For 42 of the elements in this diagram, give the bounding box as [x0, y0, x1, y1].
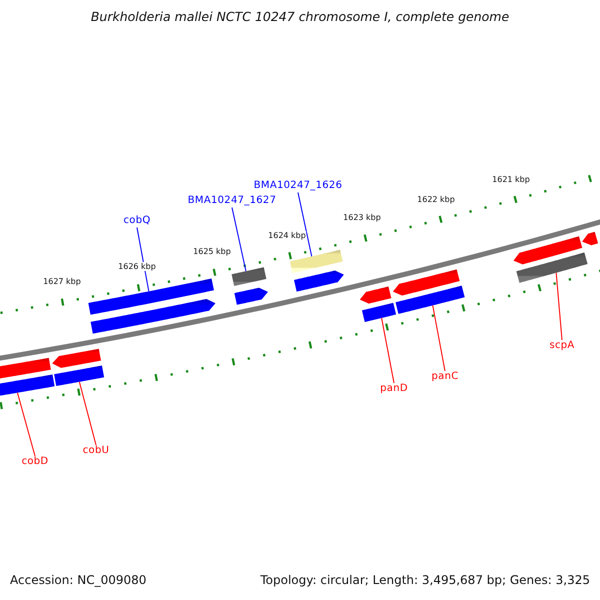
gene-bar — [396, 286, 465, 314]
scale-label: 1624 kbp — [268, 231, 306, 240]
gene-label: BMA10247_1626 — [254, 180, 342, 192]
footer-text: Accession: NC_009080 — [10, 574, 146, 588]
gene-label: panD — [380, 383, 408, 394]
leader-line — [381, 318, 394, 384]
gene-feature — [582, 232, 598, 246]
gene-label: cobD — [22, 456, 48, 468]
gene-bar — [232, 267, 266, 286]
gene-bar — [54, 366, 104, 386]
gene-feature — [90, 298, 216, 334]
scale-label: 1626 kbp — [118, 262, 156, 272]
gene-label: cobQ — [123, 215, 151, 226]
gene-label: scpA — [549, 340, 575, 352]
gene-label: cobU — [82, 445, 110, 456]
gene-bar — [516, 252, 588, 283]
leader-line — [432, 304, 446, 372]
gene-feature — [392, 269, 460, 296]
gene-bar — [88, 278, 214, 315]
leader-line — [136, 227, 150, 292]
leader-line — [78, 381, 96, 446]
gene-feature — [0, 358, 51, 382]
scale-label: 1621 kbp — [492, 175, 530, 184]
leader-line — [16, 392, 36, 456]
gene-feature — [234, 288, 268, 305]
gene-feature — [52, 348, 101, 368]
gene-bar — [290, 250, 343, 274]
gene-label: BMA10247_1627 — [188, 195, 276, 206]
scale-label: 1627 kbp — [43, 277, 81, 286]
scale-label: 1622 kbp — [417, 195, 455, 204]
leader-line — [298, 192, 312, 257]
gene-feature — [360, 286, 392, 304]
leader-line — [232, 207, 246, 272]
title: Burkholderia mallei NCTC 10247 chromosome I, complete genome — [90, 10, 510, 24]
scale-label: 1623 kbp — [343, 213, 381, 222]
gene-label: panC — [432, 371, 458, 382]
gene-bar — [362, 302, 396, 322]
leader-line — [556, 272, 562, 340]
scale-label: 1625 kbp — [193, 247, 231, 256]
footer-text: Topology: circular; Length: 3,495,687 bp; Genes: 3,325 — [260, 574, 590, 588]
gene-feature — [294, 270, 344, 292]
gene-feature — [513, 236, 582, 264]
